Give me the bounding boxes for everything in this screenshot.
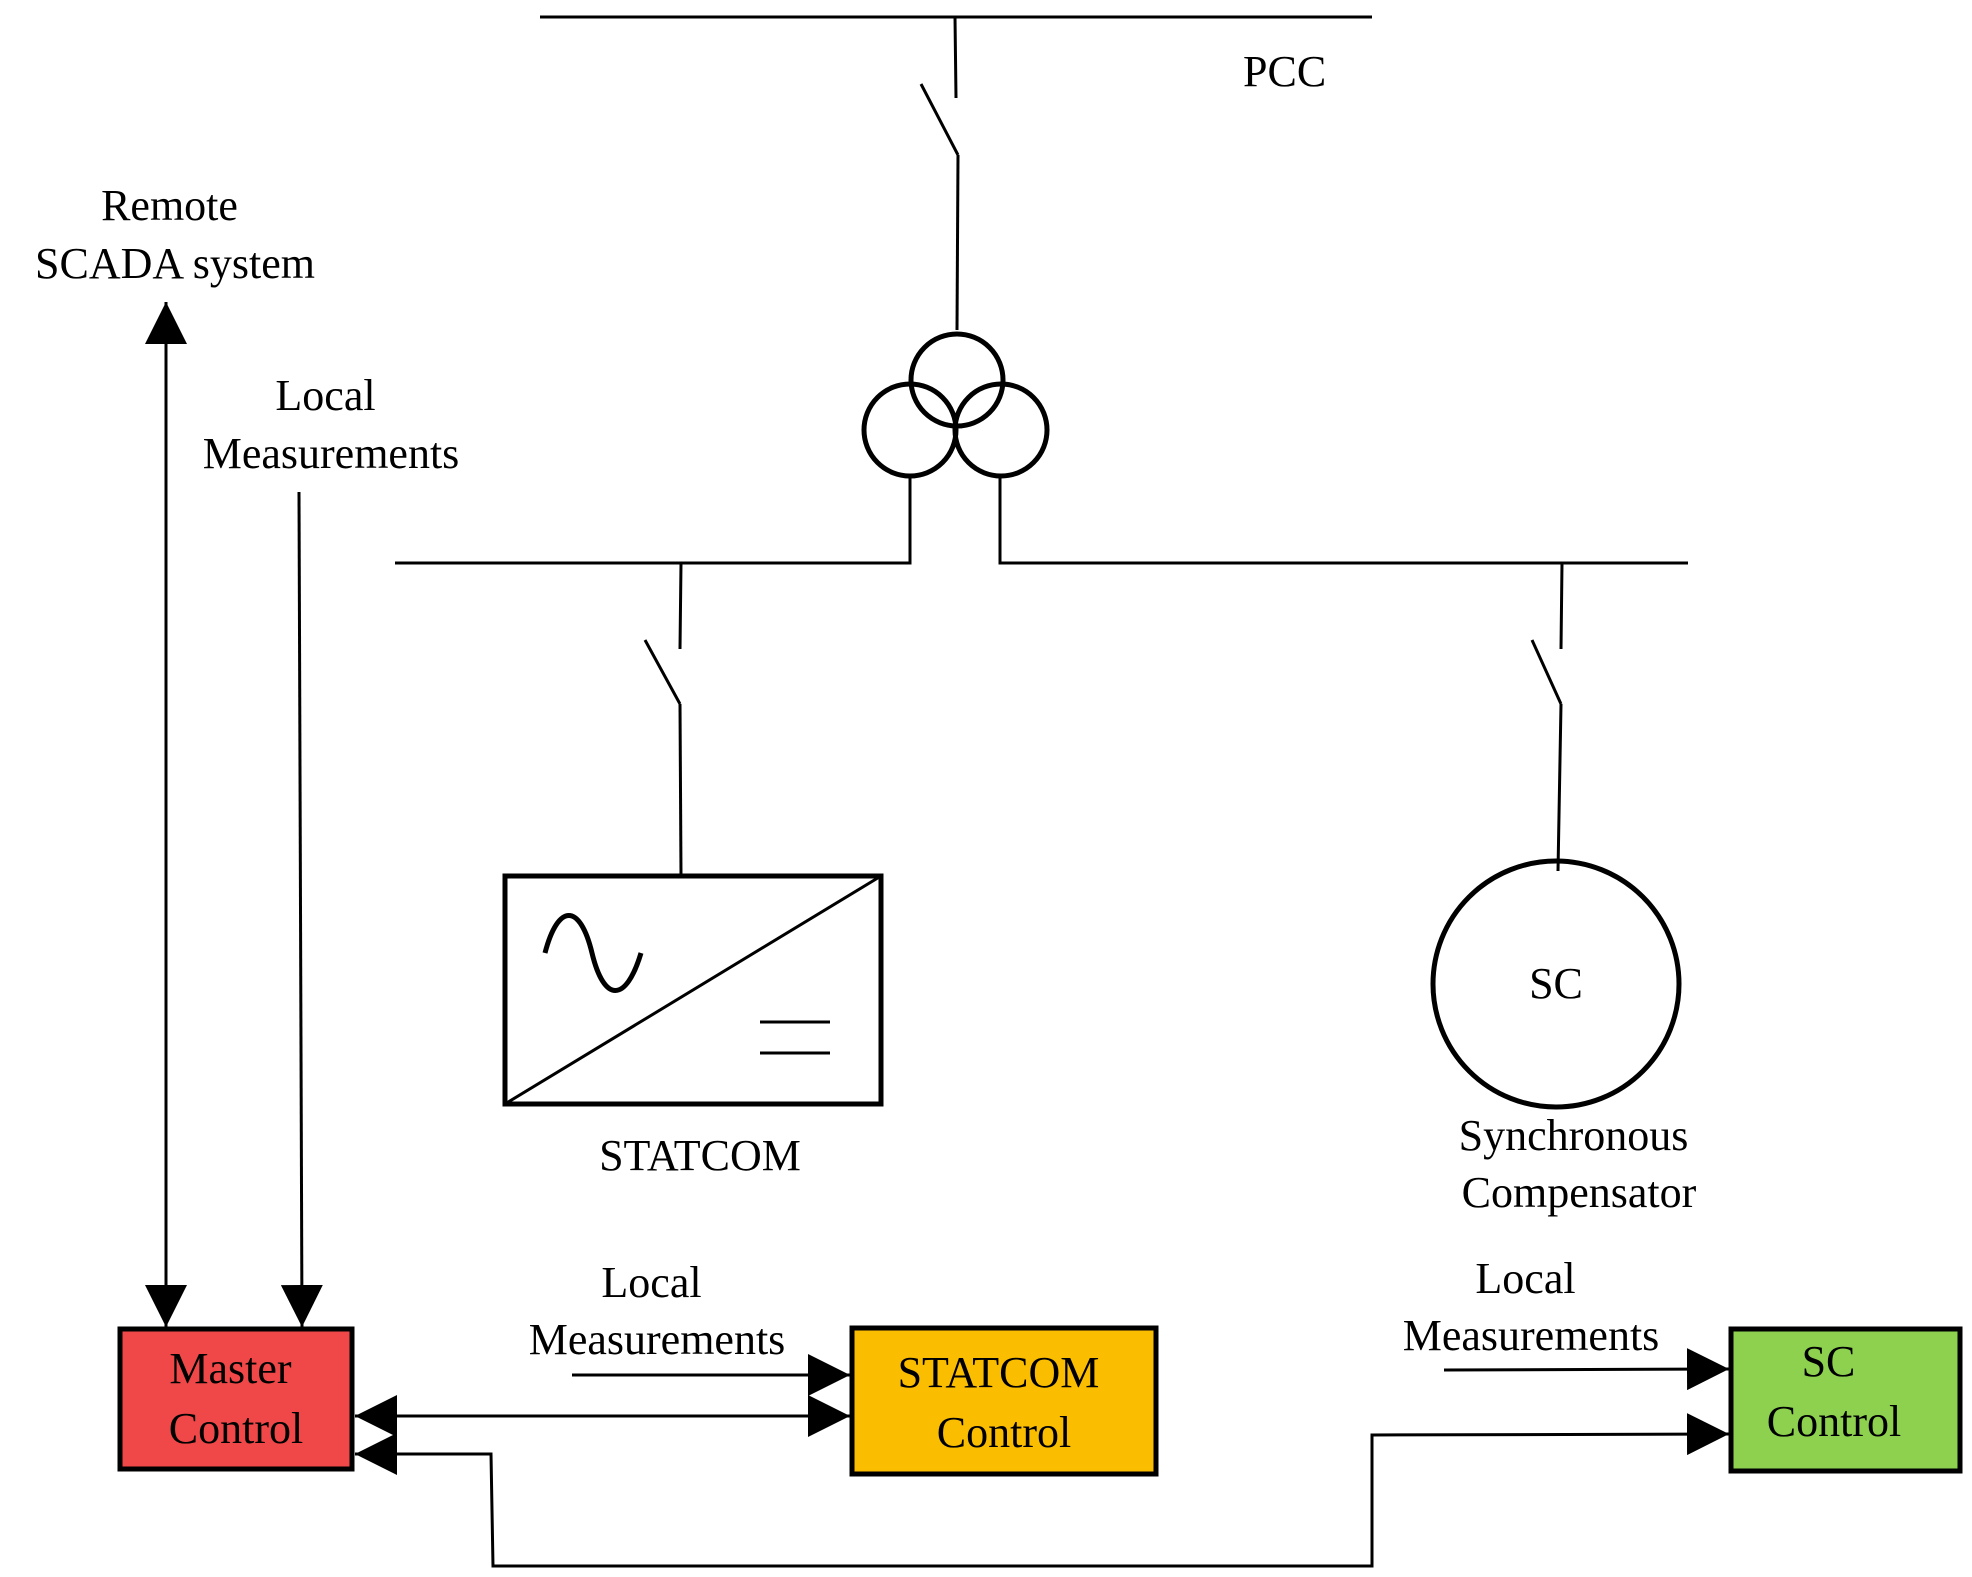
sync-comp-line-2: Compensator	[1462, 1168, 1697, 1217]
sc-control-line-1: SC	[1802, 1337, 1856, 1386]
sc-control-block	[1728, 1326, 1963, 1474]
sc-side-lead	[998, 476, 1688, 565]
local-meas-statcom-label: Local Measurements	[529, 1258, 786, 1364]
master-control-label: Master Control	[169, 1344, 303, 1453]
local-meas-sc-line-2: Measurements	[1403, 1311, 1660, 1360]
statcom-side-lead	[395, 476, 912, 565]
sc-feeder	[1556, 703, 1563, 872]
statcom-breaker-top	[678, 562, 683, 650]
pcc-breaker-top	[953, 16, 958, 99]
statcom-control-line-2: Control	[937, 1408, 1071, 1457]
pcc-breaker-blade	[919, 83, 960, 156]
sc-control-line-2: Control	[1767, 1397, 1901, 1446]
sc-symbol-label: SC	[1529, 959, 1583, 1008]
local-meas-sc-arrow	[1443, 1348, 1730, 1391]
local-meas-top-line-1: Local	[275, 371, 375, 420]
sync-comp-label: Synchronous Compensator	[1459, 1111, 1700, 1217]
statcom-label: STATCOM	[599, 1131, 801, 1180]
synchronous-machine-icon	[1430, 858, 1682, 1110]
local-meas-sc-line-1: Local	[1475, 1254, 1575, 1303]
statcom-control-line-1: STATCOM	[898, 1348, 1100, 1397]
remote-scada-label: Remote SCADA system	[35, 181, 315, 288]
pcc-feeder	[955, 154, 960, 331]
pcc-label: PCC	[1243, 47, 1326, 96]
sc-breaker-top	[1559, 562, 1564, 650]
local-meas-top-label: Local Measurements	[203, 371, 460, 478]
sc-breaker-blade	[1530, 639, 1563, 705]
statcom-breaker-blade	[643, 639, 682, 705]
three-winding-transformer-icon	[861, 331, 1050, 479]
statcom-feeder	[678, 703, 683, 877]
remote-scada-line-1: Remote	[101, 181, 238, 230]
local-meas-statcom-line-2: Measurements	[529, 1315, 786, 1364]
remote-scada-line-2: SCADA system	[35, 239, 315, 288]
statcom-converter-icon	[502, 873, 884, 1107]
master-control-line-2: Control	[169, 1404, 303, 1453]
local-meas-top-arrow	[280, 491, 323, 1328]
master-control-block	[117, 1326, 355, 1472]
sc-control-label: SC Control	[1767, 1337, 1901, 1446]
sync-comp-line-1: Synchronous	[1459, 1111, 1689, 1160]
master-control-line-1: Master	[169, 1344, 292, 1393]
local-meas-sc-label: Local Measurements	[1403, 1254, 1660, 1360]
local-meas-top-line-2: Measurements	[203, 429, 460, 478]
local-meas-statcom-line-1: Local	[601, 1258, 701, 1307]
master-sc-link-arrow	[355, 1413, 1730, 1568]
